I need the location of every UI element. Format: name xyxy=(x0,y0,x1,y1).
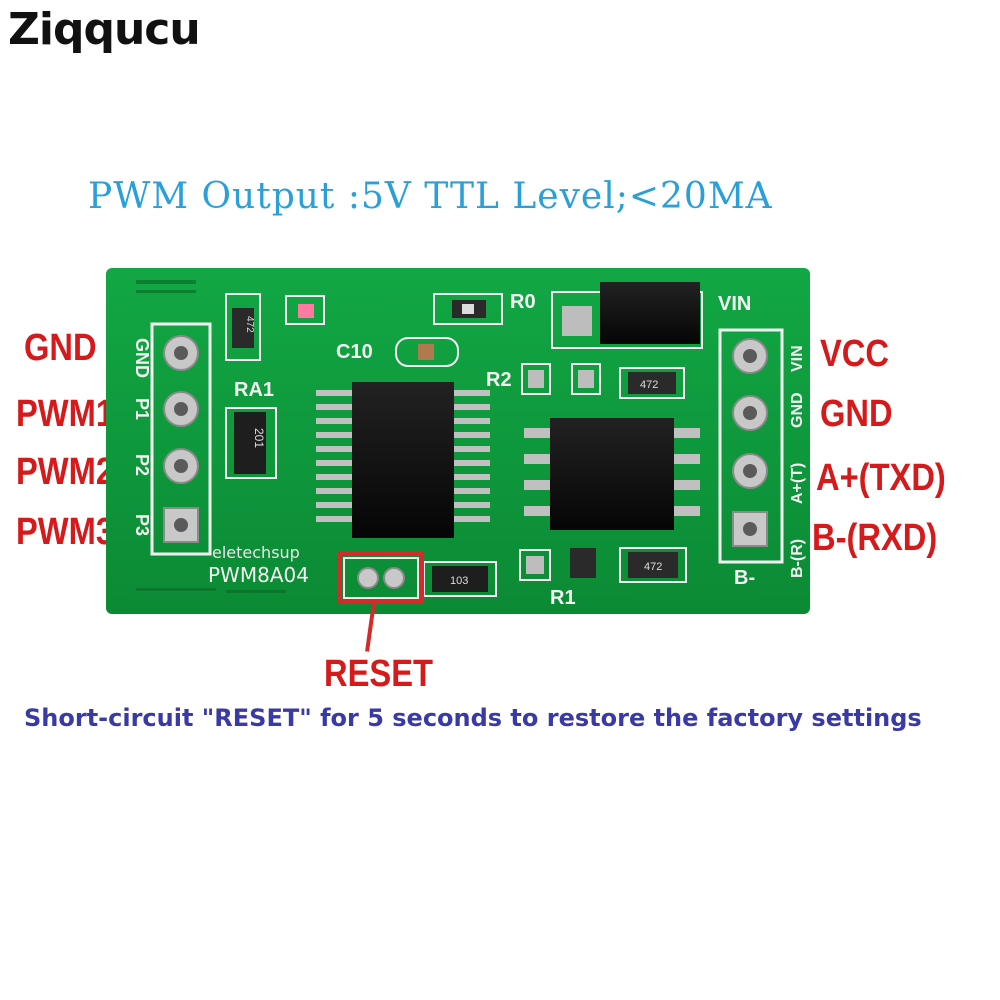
label-a-plus-txd: A+(TXD) xyxy=(816,457,946,499)
silk-472-c: 472 xyxy=(644,561,662,573)
silk-p1: P1 xyxy=(132,398,152,420)
label-vcc: VCC xyxy=(820,333,890,375)
pcb-board: GND P1 P2 P3 VIN GND A+(T) B-(R) VIN B- … xyxy=(106,268,810,614)
silk-vin: VIN xyxy=(718,293,751,315)
silk-c10: C10 xyxy=(336,341,373,363)
left-header-pins xyxy=(163,335,199,543)
silk-gnd-right: GND xyxy=(789,392,806,428)
left-header-outline xyxy=(150,322,212,556)
silk-p2: P2 xyxy=(132,454,152,476)
reset-label: RESET xyxy=(324,653,433,695)
silk-b-minus: B- xyxy=(734,567,755,589)
reset-instruction: Short-circuit "RESET" for 5 seconds to r… xyxy=(24,704,922,732)
label-b-minus-rxd: B-(RXD) xyxy=(812,517,938,559)
silk-r1: R1 xyxy=(550,587,576,609)
label-pwm2: PWM2 xyxy=(16,451,115,493)
silk-model: PWM8A04 xyxy=(208,563,309,587)
brand-logo: Ziqqucu xyxy=(8,4,201,55)
silk-maker: eletechsup xyxy=(212,543,300,562)
label-pwm3: PWM3 xyxy=(16,511,115,553)
silk-472-a: 472 xyxy=(244,316,255,333)
silk-b-minus-r: B-(R) xyxy=(789,539,806,578)
label-pwm1: PWM1 xyxy=(16,393,115,435)
silk-ra1: RA1 xyxy=(234,379,274,401)
headline: PWM Output :5V TTL Level;<20MA xyxy=(88,176,773,217)
silk-472-b: 472 xyxy=(640,379,658,391)
right-header-pins xyxy=(732,338,768,547)
silk-vin-right: VIN xyxy=(789,345,806,372)
reset-highlight-box xyxy=(338,552,424,604)
silk-201: 201 xyxy=(252,428,266,448)
main-ic xyxy=(316,382,490,538)
right-header-outline xyxy=(718,328,784,564)
silk-103: 103 xyxy=(450,575,468,587)
silk-p3: P3 xyxy=(132,514,152,536)
silk-gnd-left: GND xyxy=(132,338,152,378)
transceiver-ic xyxy=(524,418,700,530)
label-gnd-left: GND xyxy=(24,327,97,369)
silk-r0: R0 xyxy=(510,291,536,313)
silk-a-plus-t: A+(T) xyxy=(789,463,806,504)
regulator-chip xyxy=(600,282,700,344)
label-gnd-right: GND xyxy=(820,393,893,435)
reset-pad-1 xyxy=(357,567,379,589)
reset-pad-2 xyxy=(383,567,405,589)
silk-r2: R2 xyxy=(486,369,512,391)
